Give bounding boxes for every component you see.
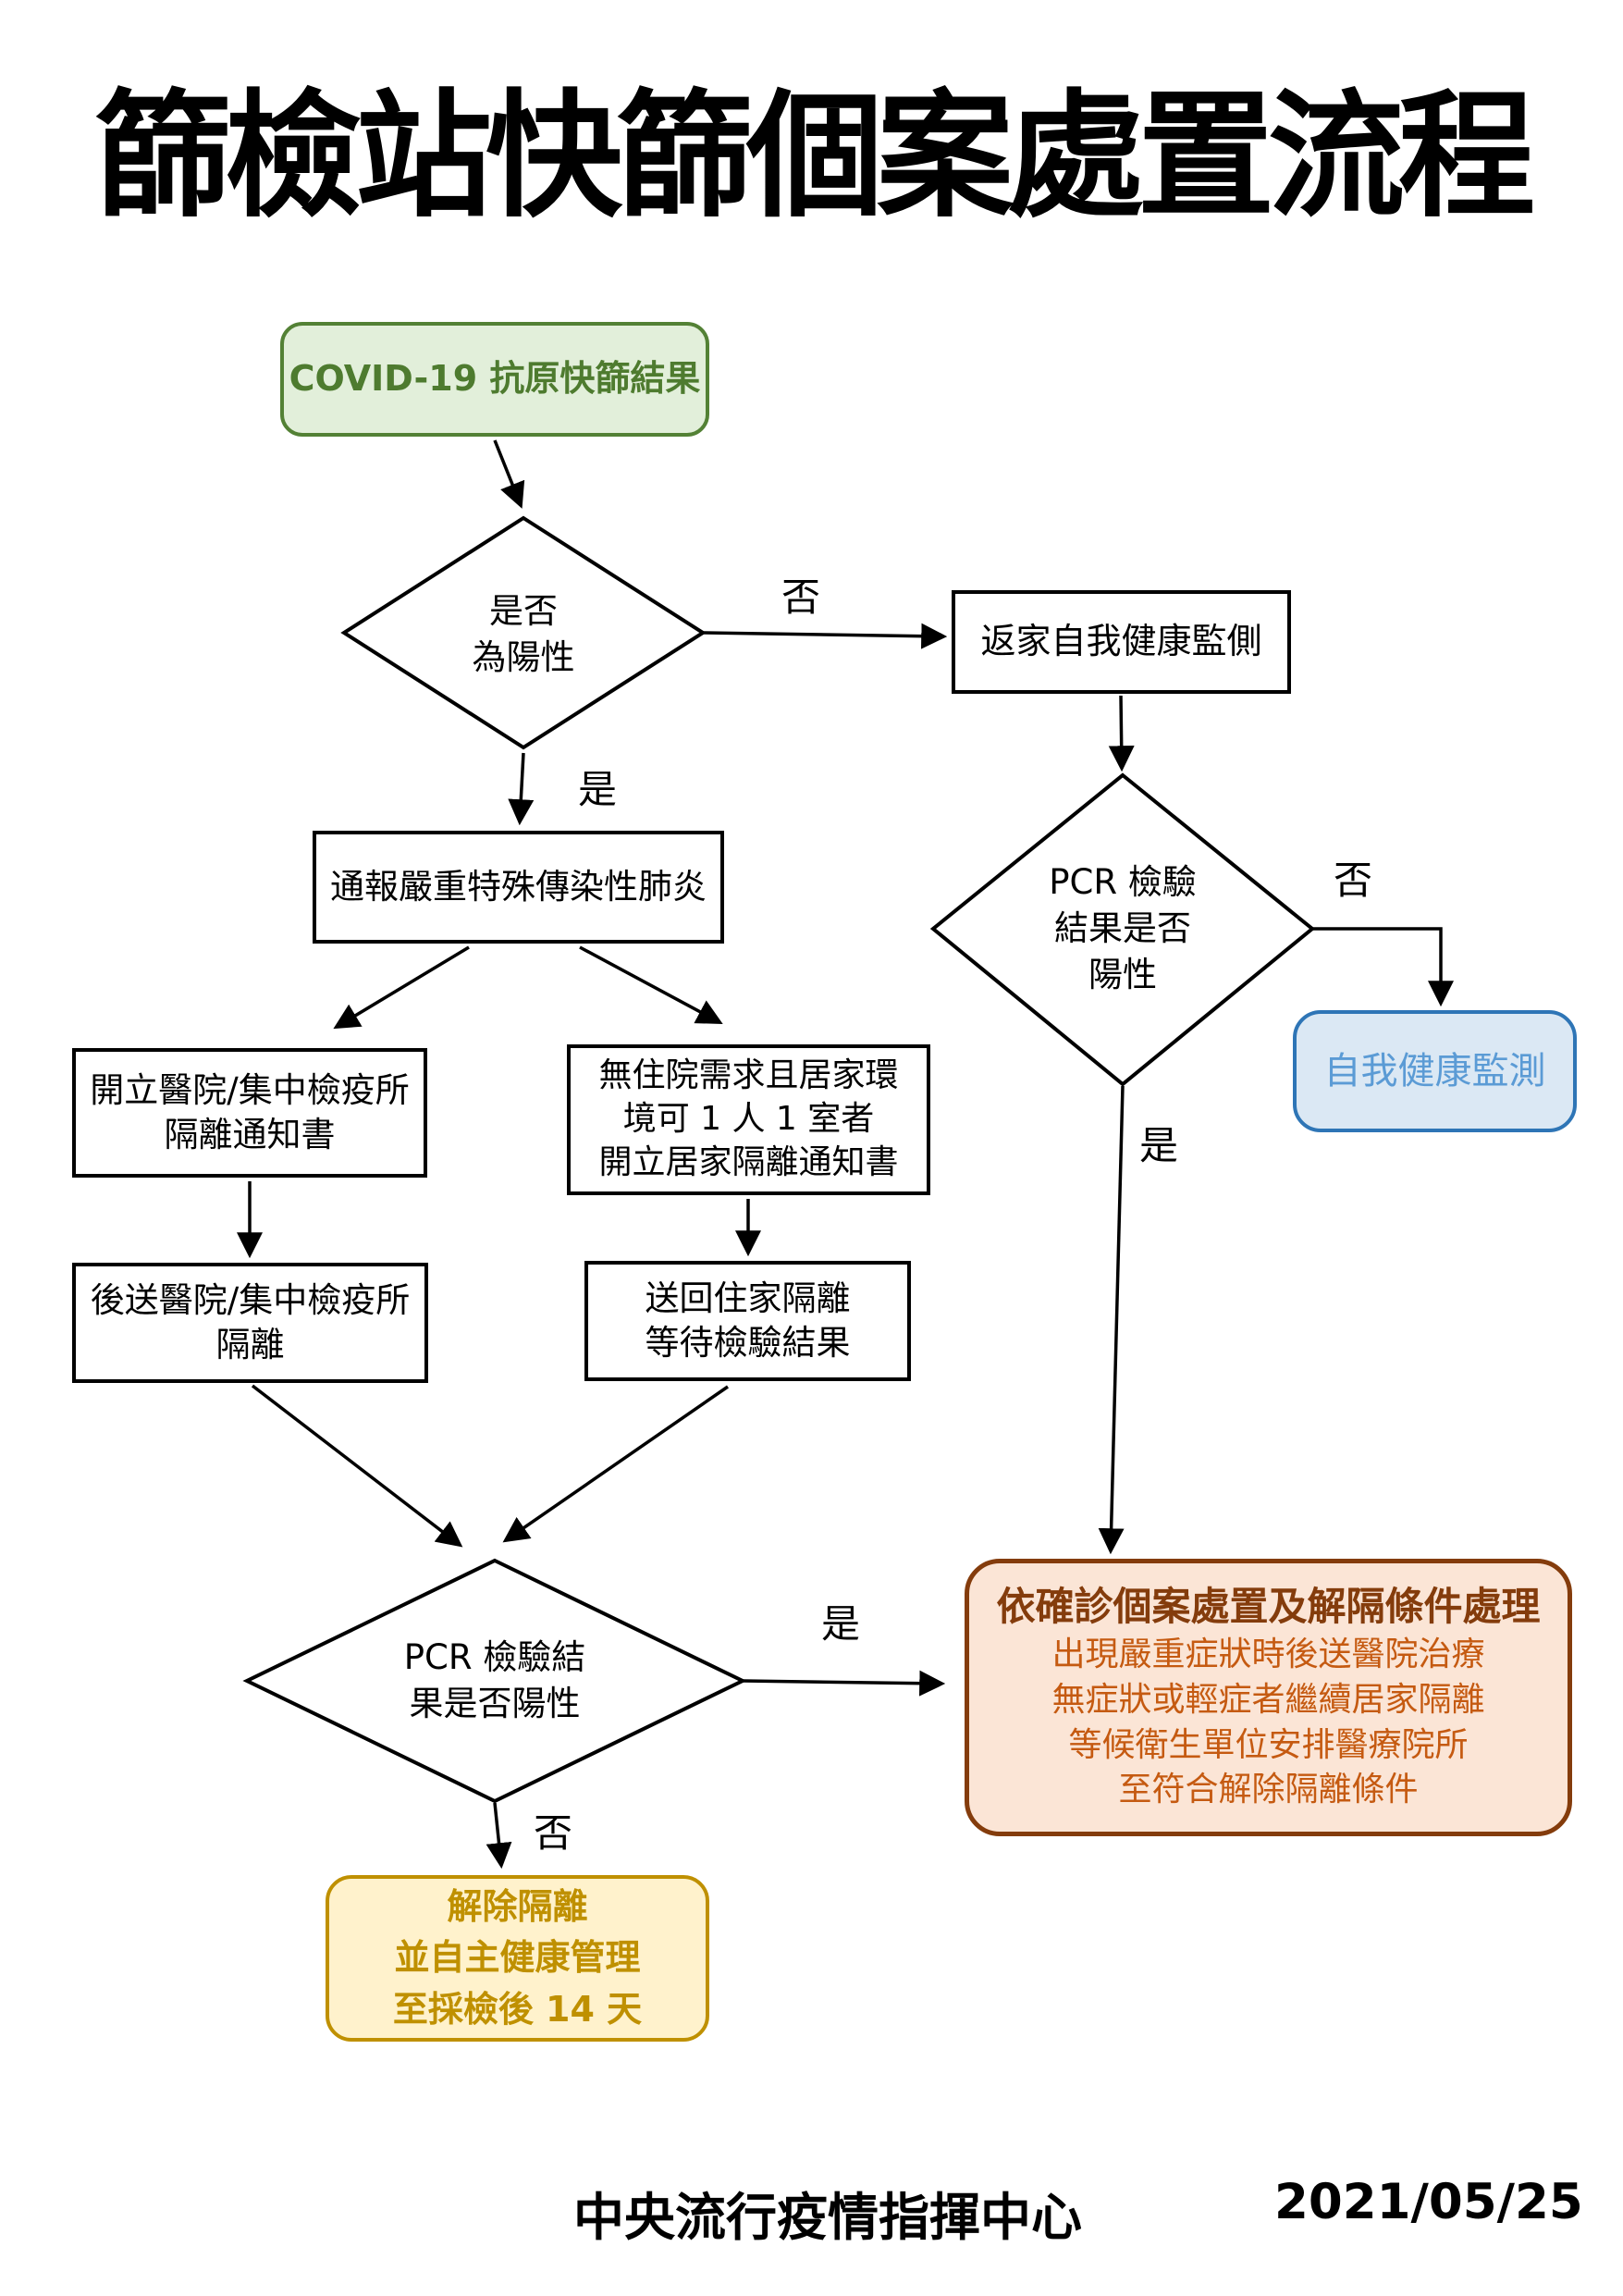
- decision-pcr-right-label: PCR 檢驗 結果是否 陽性: [1049, 862, 1197, 994]
- node-start-rapid-test-result: COVID-19 抗原快篩結果: [280, 322, 709, 437]
- edge-label-rapid-no: 否: [781, 574, 821, 620]
- edge-pcr-right-yes: [1098, 1085, 1125, 1555]
- node-send-home-wait: 送回住家隔離 等待檢驗結果: [584, 1261, 911, 1381]
- node-release-isolation: 解除隔離 並自主健康管理 至採檢後 14 天: [326, 1875, 709, 2042]
- edge-notify-left: [333, 945, 470, 1030]
- page-title: 篩檢站快篩個案處置流程: [94, 77, 1535, 236]
- edge-notify-right: [579, 945, 723, 1024]
- edge-rapid-no: [702, 623, 948, 649]
- confirmed-case-title: 依確診個案處置及解隔條件處理: [996, 1584, 1541, 1629]
- node-self-health-monitor: 自我健康監測: [1293, 1010, 1577, 1132]
- node-hospital-isolation-notice: 開立醫院/集中檢疫所 隔離通知書: [72, 1048, 427, 1178]
- node-return-home-monitor: 返家自我健康監側: [952, 590, 1291, 694]
- edge-label-rapid-yes: 是: [578, 767, 618, 812]
- decision-pcr-bottom-label: PCR 檢驗結 果是否陽性: [403, 1637, 586, 1723]
- edge-label-pcr-right-no: 否: [1334, 858, 1373, 903]
- edge-label-pcr-right-yes: 是: [1139, 1123, 1179, 1168]
- node-transfer-isolation: 後送醫院/集中檢疫所 隔離: [72, 1263, 428, 1383]
- decision-pcr-bottom-shape: [242, 1558, 747, 1804]
- edge-pcr-bottom-yes: [742, 1670, 946, 1697]
- confirmed-case-line: 等候衛生單位安排醫療院所: [1068, 1725, 1469, 1764]
- decision-rapid-positive-label: 是否 為陽性: [472, 591, 575, 677]
- node-confirmed-case-handling: 依確診個案處置及解隔條件處理 出現嚴重症狀時後送醫院治療 無症狀或輕症者繼續居家…: [965, 1559, 1572, 1836]
- edge-label-pcr-bottom-yes: 是: [821, 1601, 861, 1647]
- confirmed-case-line: 出現嚴重症狀時後送醫院治療: [1051, 1635, 1485, 1673]
- footer-date: 2021/05/25: [1274, 2174, 1583, 2230]
- footer-organization: 中央流行疫情指揮中心: [573, 2188, 1083, 2247]
- confirmed-case-line: 無症狀或輕症者繼續居家隔離: [1051, 1680, 1485, 1719]
- node-notify-pneumonia: 通報嚴重特殊傳染性肺炎: [313, 831, 724, 944]
- edge-label-pcr-bottom-no: 否: [534, 1810, 573, 1856]
- decision-pcr-right-shape: [929, 772, 1316, 1087]
- confirmed-case-line: 至符合解除隔離條件: [1118, 1771, 1419, 1809]
- edge-rapid-yes: [508, 752, 535, 826]
- decision-rapid-positive-shape: [340, 515, 707, 750]
- edge-wait-to-pcr: [502, 1385, 729, 1543]
- edge-pcr-right-no: [1312, 927, 1454, 1007]
- edge-returnhome-to-pcr: [1108, 695, 1135, 772]
- edge-pcr-bottom-no: [486, 1802, 512, 1870]
- edge-start-to-rapid: [493, 439, 525, 509]
- edge-transfer-to-pcr: [251, 1384, 463, 1548]
- node-home-isolation-notice: 無住院需求且居家環 境可 1 人 1 室者 開立居家隔離通知書: [567, 1044, 930, 1195]
